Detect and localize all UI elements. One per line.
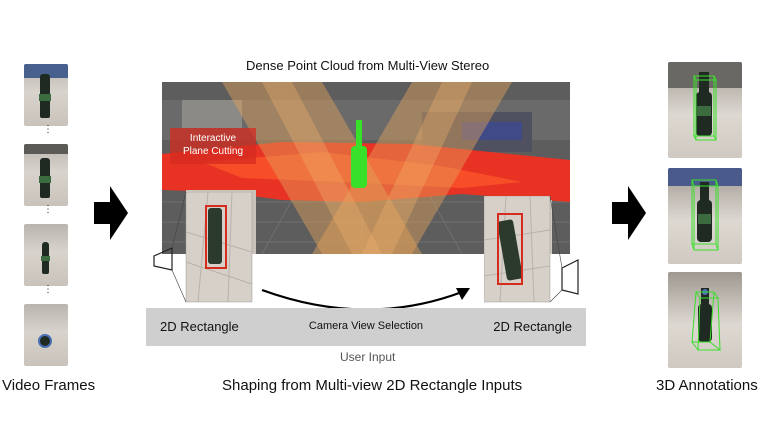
dense-cloud-title: Dense Point Cloud from Multi-View Stereo [246,58,490,73]
shaping-caption: Shaping from Multi-view 2D Rectangle Inp… [222,377,523,394]
annotations-3d-caption: 3D Annotations [656,377,758,394]
plane-cutting-label: Interactive Plane Cutting [182,133,244,157]
user-input-label: User Input [340,350,396,364]
video-frame-3 [24,224,68,286]
annotation-frame-2 [668,168,742,264]
plane-cutting-label-box [170,128,256,164]
right-camera-view[interactable] [484,196,584,304]
annotation-frame-3 [668,272,742,368]
video-frame-4 [24,304,68,366]
ellipsis-2: ⋮ [43,204,53,215]
annotation-frame-1 [668,62,742,158]
dense-point-cloud-view[interactable]: Interactive Plane Cutting [162,82,570,254]
camera-selection-label: Camera View Selection [308,320,424,332]
video-frame-2 [24,144,68,206]
right-arrow-icon [612,186,646,240]
rect-right-label: 2D Rectangle [493,319,572,334]
rect-left-label: 2D Rectangle [160,319,239,334]
ellipsis-1: ⋮ [43,124,53,135]
right-arrow-icon [94,186,128,240]
left-camera-view[interactable] [148,192,258,304]
video-frames-caption: Video Frames [2,377,96,394]
video-frame-1 [24,64,68,126]
ellipsis-3: ⋮ [43,284,53,295]
user-input-bar: 2D Rectangle Camera View Selection 2D Re… [146,308,586,346]
